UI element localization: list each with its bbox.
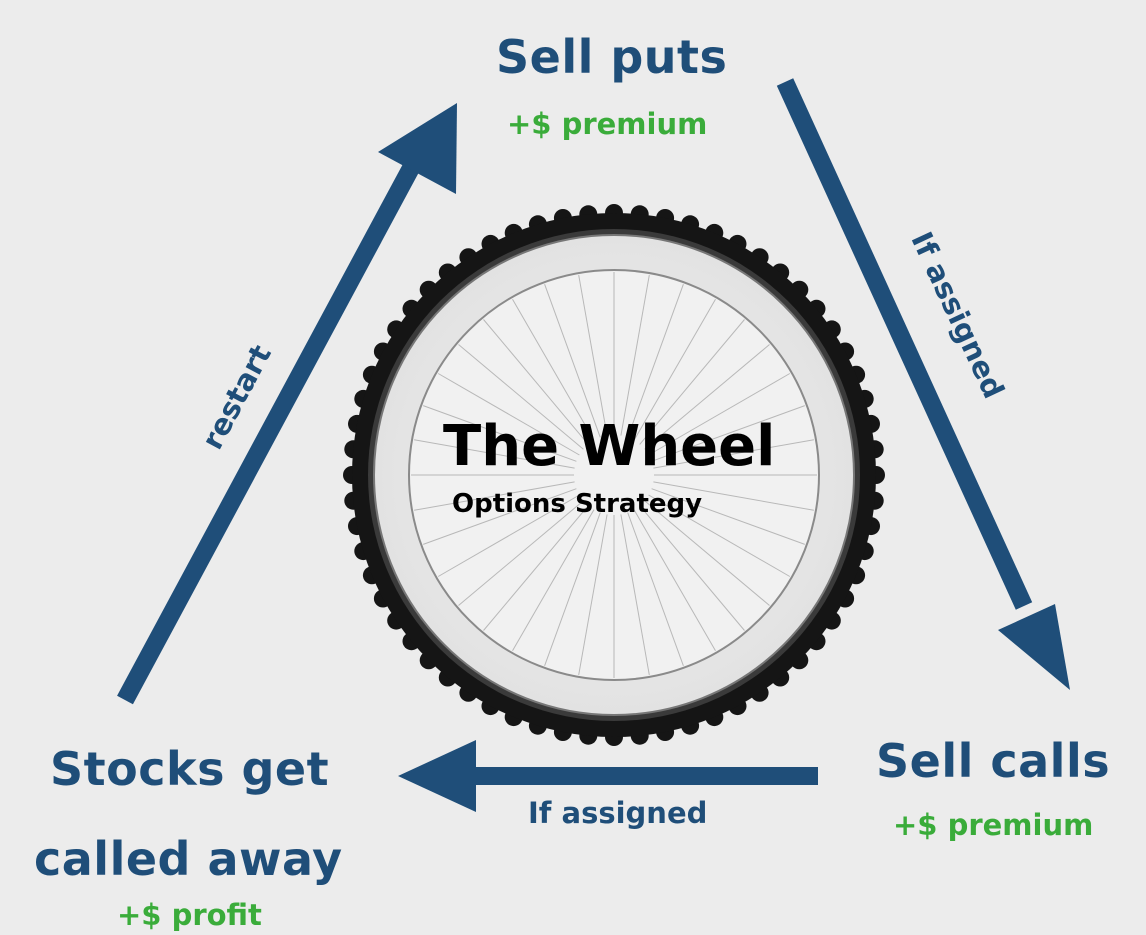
spoke bbox=[639, 505, 745, 631]
called-away-title-line1: Stocks get bbox=[50, 742, 330, 796]
spoke bbox=[414, 481, 575, 511]
spokes bbox=[411, 272, 817, 678]
arrow-puts-to-calls bbox=[776, 78, 1070, 690]
spoke bbox=[544, 512, 601, 666]
spoke bbox=[578, 275, 608, 436]
called-away-profit: +$ profit bbox=[117, 898, 262, 932]
spoke bbox=[483, 319, 589, 445]
spoke bbox=[633, 298, 716, 441]
spoke bbox=[644, 344, 770, 450]
spoke bbox=[458, 500, 584, 606]
if-assigned-label-bottom: If assigned bbox=[528, 796, 708, 830]
sell-puts-title: Sell puts bbox=[496, 30, 728, 84]
spoke bbox=[544, 284, 601, 438]
center-subtitle: Options Strategy bbox=[452, 489, 703, 519]
spoke bbox=[653, 439, 814, 469]
arrow-calls-to-away bbox=[398, 740, 818, 812]
spoke bbox=[648, 494, 791, 577]
sell-calls-title: Sell calls bbox=[876, 734, 1111, 788]
spoke bbox=[651, 405, 805, 462]
called-away-title-line2: called away bbox=[34, 832, 343, 886]
hub-plate bbox=[408, 269, 820, 681]
spoke bbox=[648, 373, 791, 456]
spoke bbox=[639, 319, 745, 445]
spoke bbox=[653, 481, 814, 511]
spoke bbox=[414, 439, 575, 469]
spoke bbox=[620, 514, 650, 675]
spoke bbox=[423, 488, 577, 545]
sell-calls-premium: +$ premium bbox=[893, 808, 1094, 842]
spoke bbox=[633, 509, 716, 652]
sell-puts-premium: +$ premium bbox=[507, 107, 708, 141]
spoke bbox=[651, 488, 805, 545]
spoke bbox=[437, 373, 580, 456]
center-title: The Wheel bbox=[443, 414, 776, 479]
spoke bbox=[437, 494, 580, 577]
spoke bbox=[458, 344, 584, 450]
spoke bbox=[483, 505, 589, 631]
spoke bbox=[512, 509, 595, 652]
spoke bbox=[578, 514, 608, 675]
spoke bbox=[620, 275, 650, 436]
spoke bbox=[512, 298, 595, 441]
arrow-restart bbox=[117, 103, 457, 705]
spoke bbox=[644, 500, 770, 606]
spoke bbox=[423, 405, 577, 462]
spoke bbox=[627, 284, 684, 438]
wheel-icon bbox=[343, 204, 885, 746]
spoke bbox=[627, 512, 684, 666]
